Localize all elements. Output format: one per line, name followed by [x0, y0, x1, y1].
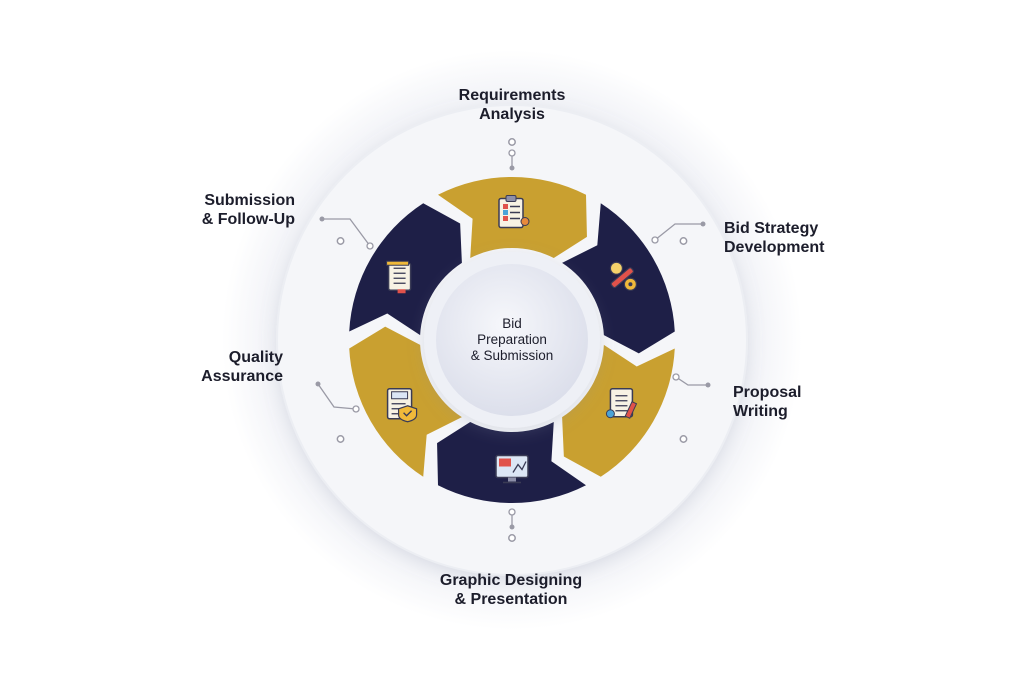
leader-end-dot: [700, 221, 706, 227]
connector-dot: [336, 237, 345, 245]
label-bid-strategy-development: Bid Strategy Development: [724, 220, 825, 256]
leader-line: [654, 223, 703, 241]
clipboard-checklist-icon: [498, 195, 530, 229]
leader-start-dot: [366, 242, 374, 250]
monitor-graphics-icon: [495, 454, 529, 484]
center-circle: [436, 264, 588, 416]
label-submission-follow-up: Submission & Follow-Up: [201, 192, 295, 228]
label-quality-assurance: Quality Assurance: [201, 349, 283, 385]
connector-dot: [679, 435, 688, 443]
leader-start-dot: [508, 149, 516, 157]
leader-end-dot: [319, 216, 325, 222]
leader-line: [322, 218, 371, 247]
leader-line: [317, 383, 357, 410]
connector-dot: [679, 237, 688, 245]
leader-end-dot: [315, 381, 321, 387]
connector-dot: [508, 534, 516, 542]
connector-dot: [336, 435, 345, 443]
leader-line: [675, 376, 708, 386]
leader-start-dot: [672, 373, 680, 381]
center-title: Bid Preparation & Submission: [470, 316, 554, 363]
proposal-document-icon: [605, 388, 638, 419]
strategy-pencil-gear-icon: [609, 261, 638, 291]
leader-end-dot: [509, 524, 515, 530]
label-proposal-writing: Proposal Writing: [733, 384, 802, 420]
leader-start-dot: [352, 405, 360, 413]
connector-dot: [508, 138, 516, 146]
step-icons: [386, 195, 638, 484]
connectors: [315, 138, 711, 542]
leader-start-dot: [651, 236, 659, 244]
qa-checklist-badge-icon: [386, 388, 418, 423]
leader-start-dot: [508, 508, 516, 516]
label-requirements-analysis: Requirements Analysis: [458, 87, 566, 123]
submission-document-icon: [386, 260, 412, 294]
label-graphic-designing-presentation: Graphic Designing & Presentation: [439, 572, 583, 608]
leader-end-dot: [705, 382, 711, 388]
leader-end-dot: [509, 165, 515, 171]
